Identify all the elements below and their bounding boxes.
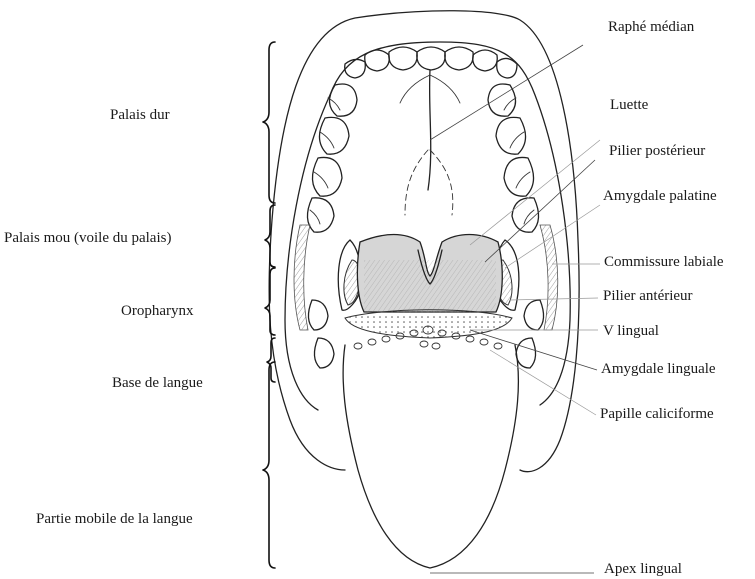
label-lingual-apex: Apex lingual	[604, 560, 682, 578]
label-median-raphe: Raphé médian	[608, 18, 694, 36]
label-palatine-tonsil: Amygdale palatine	[603, 187, 717, 205]
outer-lips	[269, 11, 579, 472]
label-hard-palate: Palais dur	[110, 106, 170, 124]
left-cheek-band	[294, 225, 310, 330]
label-anterior-pillar: Pilier antérieur	[603, 287, 693, 305]
label-oropharynx: Oropharynx	[121, 302, 193, 320]
left-molars	[307, 84, 357, 232]
label-lingual-tonsil: Amygdale linguale	[601, 360, 716, 378]
upper-teeth	[345, 47, 517, 78]
label-mobile-tongue: Partie mobile de la langue	[36, 510, 193, 528]
label-lingual-v: V lingual	[603, 322, 659, 340]
tongue-body	[343, 345, 518, 568]
right-cheek-band	[540, 225, 558, 330]
label-labial-commissure: Commissure labiale	[604, 253, 724, 271]
oropharynx-wall	[364, 260, 496, 312]
label-posterior-pillar: Pilier postérieur	[609, 142, 705, 160]
inner-lip-border	[285, 42, 570, 410]
label-uvula: Luette	[610, 96, 648, 114]
hard-palate	[400, 70, 460, 215]
label-tongue-base: Base de langue	[112, 374, 203, 392]
label-soft-palate: Palais mou (voile du palais)	[4, 229, 171, 247]
anatomy-braces	[263, 42, 275, 568]
label-circumvallate-papilla: Papille caliciforme	[600, 405, 714, 423]
